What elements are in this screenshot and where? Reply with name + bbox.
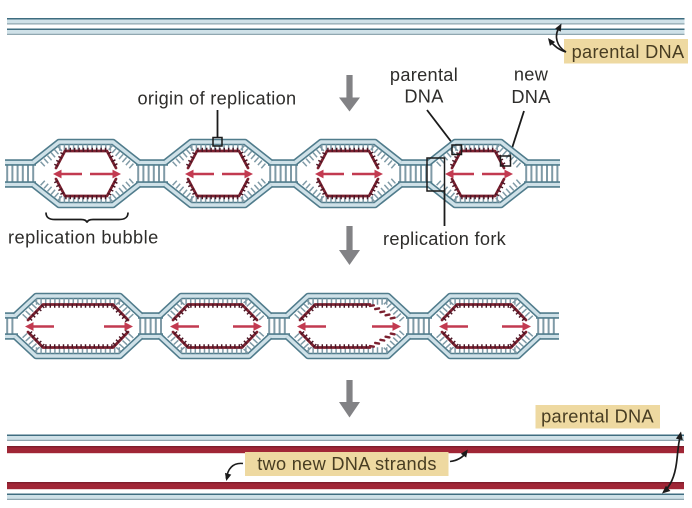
svg-text:DNA: DNA [511, 87, 551, 107]
svg-text:origin of replication: origin of replication [138, 89, 297, 109]
svg-text:replication bubble: replication bubble [8, 228, 159, 248]
svg-text:new: new [514, 65, 549, 85]
svg-text:DNA: DNA [404, 87, 444, 107]
svg-text:replication fork: replication fork [383, 229, 507, 249]
svg-text:two new DNA strands: two new DNA strands [257, 454, 437, 474]
svg-text:parental DNA: parental DNA [541, 407, 654, 427]
svg-text:parental: parental [390, 65, 458, 85]
svg-text:parental DNA: parental DNA [572, 42, 685, 62]
